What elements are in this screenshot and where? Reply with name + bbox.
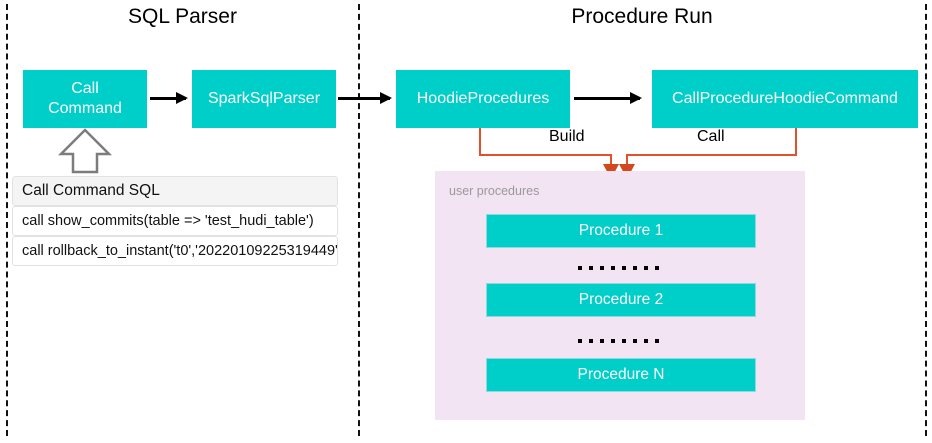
sql-table-header: Call Command SQL — [12, 176, 338, 206]
orange-build-vertical-left — [479, 128, 481, 156]
node-call-procedure-hoodie-command[interactable]: CallProcedureHoodieCommand — [652, 70, 918, 128]
arrow-spark-sql-parser-to-hoodie-procedures — [338, 92, 392, 104]
section-divider-middle — [358, 4, 360, 436]
orange-call-vertical-right — [795, 128, 797, 156]
user-procedures-caption: user procedures — [449, 184, 540, 198]
edge-label-call: Call — [693, 128, 729, 146]
node-call-command[interactable]: Call Command — [23, 70, 147, 128]
orange-call-horizontal — [626, 154, 797, 156]
arrow-call-command-to-spark-sql-parser — [150, 92, 188, 104]
orange-build-horizontal — [479, 154, 612, 156]
procedure-item[interactable]: Procedure N — [486, 358, 756, 392]
section-title-sql-parser: SQL Parser — [128, 5, 237, 28]
node-call-command-line1: Call — [71, 80, 99, 97]
section-title-procedure-run: Procedure Run — [571, 5, 713, 28]
procedure-item[interactable]: Procedure 1 — [486, 214, 756, 248]
ellipsis-dots — [578, 339, 659, 343]
edge-label-build: Build — [545, 128, 589, 146]
node-hoodie-procedures[interactable]: HoodieProcedures — [396, 70, 570, 128]
sql-table-row[interactable]: call show_commits(table => 'test_hudi_ta… — [12, 206, 338, 236]
procedure-item[interactable]: Procedure 2 — [486, 283, 756, 317]
orange-call-vertical-down — [626, 154, 628, 166]
ellipsis-dots — [578, 266, 659, 270]
call-command-sql-table: Call Command SQL call show_commits(table… — [12, 176, 338, 266]
arrow-hoodie-procedures-to-call-procedure-hoodie-command — [574, 92, 642, 104]
node-call-command-line2: Command — [48, 100, 122, 117]
orange-build-vertical-down — [610, 154, 612, 166]
node-spark-sql-parser[interactable]: SparkSqlParser — [192, 70, 336, 128]
sql-table-row[interactable]: call rollback_to_instant('t0','202201092… — [12, 236, 338, 266]
section-divider-left — [6, 4, 8, 436]
block-arrow-up-icon — [57, 128, 113, 179]
section-divider-right — [925, 4, 927, 436]
